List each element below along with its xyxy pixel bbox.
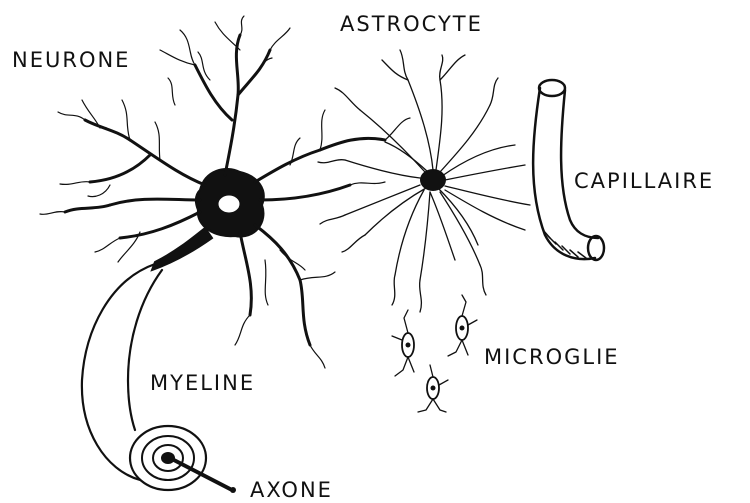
neuron [40,16,410,493]
astrocyte-body [420,169,446,191]
label-neurone: NEURONE [12,50,130,71]
capillary-top-opening [539,80,565,96]
label-myeline: MYELINE [150,373,255,394]
microglia [392,295,477,412]
capillary-end-opening [588,236,604,260]
neuron-nucleus [219,196,239,212]
axon [170,458,232,490]
axon-hillock [152,228,212,270]
microglia-cell [448,295,477,356]
astrocyte [318,50,530,312]
label-capillaire: CAPILLAIRE [574,171,714,192]
microglia-cell [418,365,448,412]
label-axone: AXONE [250,480,333,501]
label-astrocyte: ASTROCYTE [340,14,483,35]
microglia-cell [392,310,414,376]
label-microglie: MICROGLIE [484,347,620,368]
